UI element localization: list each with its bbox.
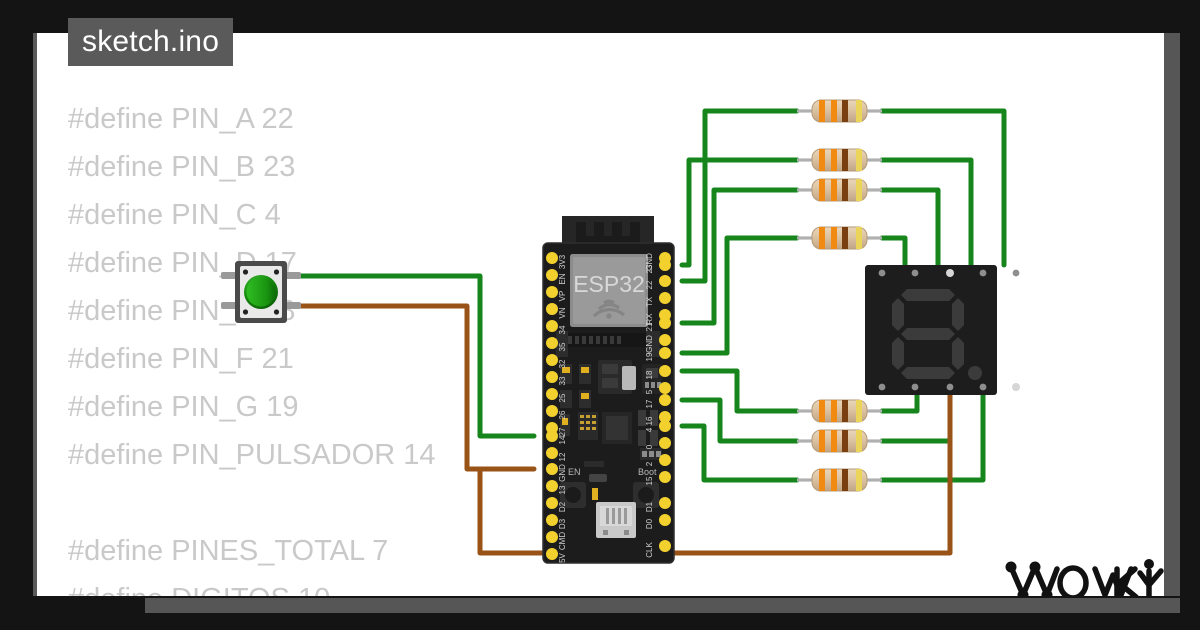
code-editor-text: #define PIN_A 22 #define PIN_B 23 #defin… [68, 103, 436, 596]
file-tab-sketch-ino[interactable]: sketch.ino [68, 18, 234, 66]
diagram-canvas[interactable]: #define PIN_A 22 #define PIN_B 23 #defin… [33, 33, 1164, 596]
wokwi-logo [999, 555, 1164, 596]
vertical-scrollbar[interactable] [1164, 33, 1180, 596]
horizontal-scrollbar[interactable] [145, 598, 1180, 613]
